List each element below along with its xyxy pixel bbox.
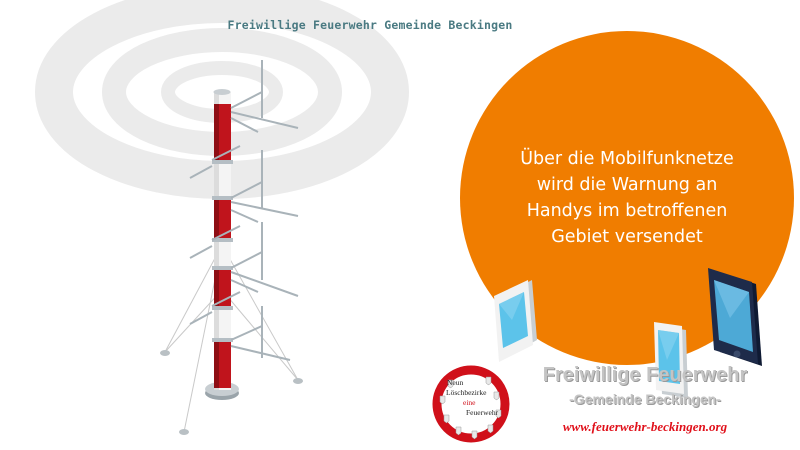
page-header-title: Freiwillige Feuerwehr Gemeinde Beckingen xyxy=(227,18,513,32)
seal-text-line: Feuerwehr xyxy=(466,408,499,417)
brand-title: Freiwillige Feuerwehr xyxy=(542,364,748,386)
website-link[interactable]: www.feuerwehr-beckingen.org xyxy=(562,419,728,434)
anchor-points xyxy=(160,350,303,435)
antenna-arms xyxy=(189,60,299,361)
warning-message: Über die Mobilfunknetze wird die Warnung… xyxy=(497,146,757,250)
smartphone-icon xyxy=(708,268,762,366)
fire-department-seal-icon xyxy=(432,365,510,443)
warning-message-line: Gebiet versendet xyxy=(551,227,703,247)
brand-subtitle: -Gemeinde Beckingen- xyxy=(569,391,721,407)
radio-tower-icon xyxy=(212,89,233,390)
seal-text-line: Neun xyxy=(447,378,464,387)
seal-text-line: Löschbezirke xyxy=(446,388,487,397)
warning-message-line: Handys im betroffenen xyxy=(526,201,728,221)
warning-message-line: Über die Mobilfunknetze xyxy=(520,149,734,169)
warning-message-line: wird die Warnung an xyxy=(536,175,718,195)
smartphone-icon xyxy=(654,322,688,398)
smartphone-icon xyxy=(494,280,537,362)
seal-text-line: eine xyxy=(463,398,476,407)
